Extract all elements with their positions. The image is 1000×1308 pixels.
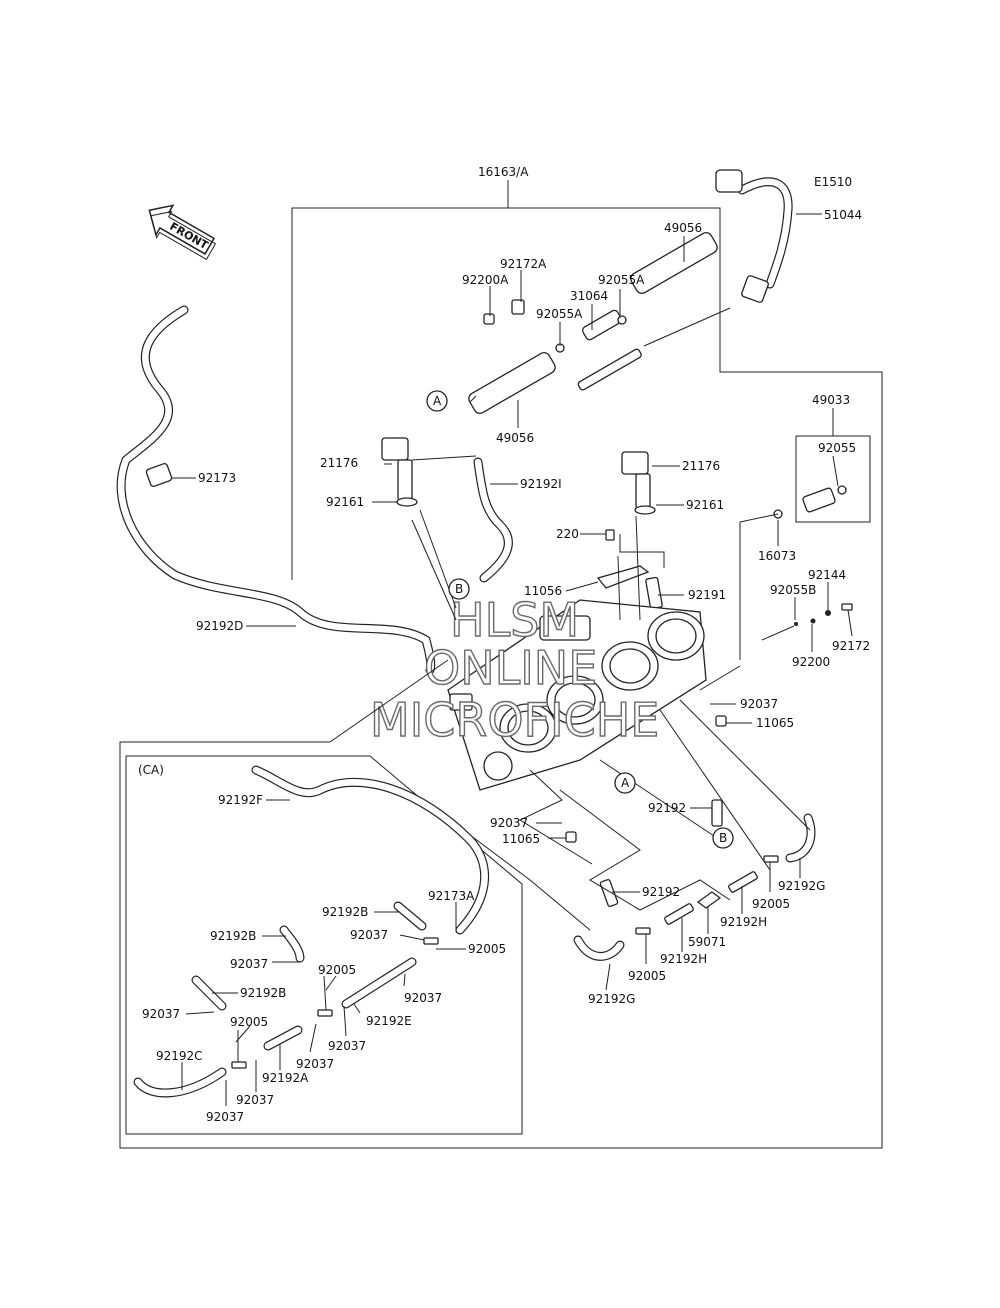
label-92192b: 92192 [642, 885, 680, 899]
injector-right [621, 451, 656, 515]
label-92200A: 92200A [462, 273, 509, 287]
sensor-49033 [773, 485, 847, 519]
label-92200: 92200 [792, 655, 830, 669]
callout-a-2: A [621, 776, 630, 790]
label-92192Bb: 92192B [210, 929, 256, 943]
label-92005d: 92005 [318, 963, 356, 977]
label-92005b: 92005 [752, 897, 790, 911]
label-92037d: 92037 [230, 957, 268, 971]
label-92037b: 92037 [490, 816, 528, 830]
group-frames [119, 180, 883, 1149]
label-92192F: 92192F [218, 793, 263, 807]
injector-left [381, 437, 477, 507]
label-92055: 92055 [818, 441, 856, 455]
label-59071: 59071 [688, 935, 726, 949]
watermark-line-2: ONLINE [424, 641, 597, 695]
label-92192Ha: 92192H [660, 952, 707, 966]
label-92192E: 92192E [366, 1014, 412, 1028]
label-21176a: 21176 [320, 456, 358, 470]
label-92037a: 92037 [740, 697, 778, 711]
label-92192D: 92192D [196, 619, 243, 633]
label-49056a: 49056 [664, 221, 702, 235]
label-92037c: 92037 [350, 928, 388, 942]
vacuum-hoses-main [565, 715, 816, 961]
inset-label: (CA) [138, 763, 164, 777]
label-16073: 16073 [758, 549, 796, 563]
leader-lines [181, 236, 853, 1106]
fuel-hose-51044 [715, 169, 822, 303]
label-51044: 51044 [824, 208, 862, 222]
label-92037j: 92037 [206, 1110, 244, 1124]
callout-b-2: B [719, 831, 727, 845]
callout-b-1: B [455, 582, 463, 596]
label-92161b: 92161 [686, 498, 724, 512]
label-92192Bc: 92192B [240, 986, 286, 1000]
watermark-line-3: MICROFICHE [370, 693, 659, 747]
callout-circles: A B A B [426, 390, 734, 849]
inset-hoses [133, 765, 490, 1098]
label-49056b: 49056 [496, 431, 534, 445]
callout-a-1: A [433, 394, 442, 408]
label-92192a: 92192 [648, 801, 686, 815]
label-92161a: 92161 [326, 495, 364, 509]
hose-92192D [116, 305, 436, 675]
label-92005c: 92005 [468, 942, 506, 956]
diagram-code: E1510 [814, 175, 852, 189]
small-parts-cluster [761, 603, 853, 641]
label-92144: 92144 [808, 568, 846, 582]
watermark-line-1: HLSM [450, 593, 579, 647]
label-92173A: 92173A [428, 889, 475, 903]
label-92192Ga: 92192G [588, 992, 635, 1006]
label-11056: 11056 [524, 584, 562, 598]
fuel-rail-assembly [468, 232, 731, 414]
throttle-body [447, 599, 707, 791]
label-16163A: 16163/A [478, 165, 529, 179]
label-92192Ba: 92192B [322, 905, 368, 919]
label-92037e: 92037 [404, 991, 442, 1005]
fitting-92173 [145, 462, 196, 488]
watermark: HLSM ONLINE MICROFICHE [369, 592, 660, 747]
label-92005e: 92005 [230, 1015, 268, 1029]
front-arrow-icon: FRONT [148, 204, 217, 261]
label-92037i: 92037 [236, 1093, 274, 1107]
label-92173: 92173 [198, 471, 236, 485]
label-92037g: 92037 [328, 1039, 366, 1053]
label-92055Aa: 92055A [598, 273, 645, 287]
label-92191: 92191 [688, 588, 726, 602]
hose-92192I [473, 457, 513, 583]
label-220: 220 [556, 527, 579, 541]
label-92037f: 92037 [142, 1007, 180, 1021]
label-92192Gb: 92192G [778, 879, 825, 893]
label-92055B: 92055B [770, 583, 816, 597]
label-21176b: 21176 [682, 459, 720, 473]
label-92192I: 92192I [520, 477, 562, 491]
label-49033: 49033 [812, 393, 850, 407]
label-92192Hb: 92192H [720, 915, 767, 929]
label-92192C: 92192C [156, 1049, 203, 1063]
bracket-11056 [596, 529, 663, 610]
label-11065b: 11065 [502, 832, 540, 846]
label-31064: 31064 [570, 289, 608, 303]
label-92037h: 92037 [296, 1057, 334, 1071]
part-labels: E1510 16163/A 51044 49056 92172A 92200A … [138, 165, 870, 1124]
label-11065a: 11065 [756, 716, 794, 730]
label-92172: 92172 [832, 639, 870, 653]
label-92192A: 92192A [262, 1071, 309, 1085]
label-92055Ab: 92055A [536, 307, 583, 321]
label-92172A: 92172A [500, 257, 547, 271]
label-92005a: 92005 [628, 969, 666, 983]
